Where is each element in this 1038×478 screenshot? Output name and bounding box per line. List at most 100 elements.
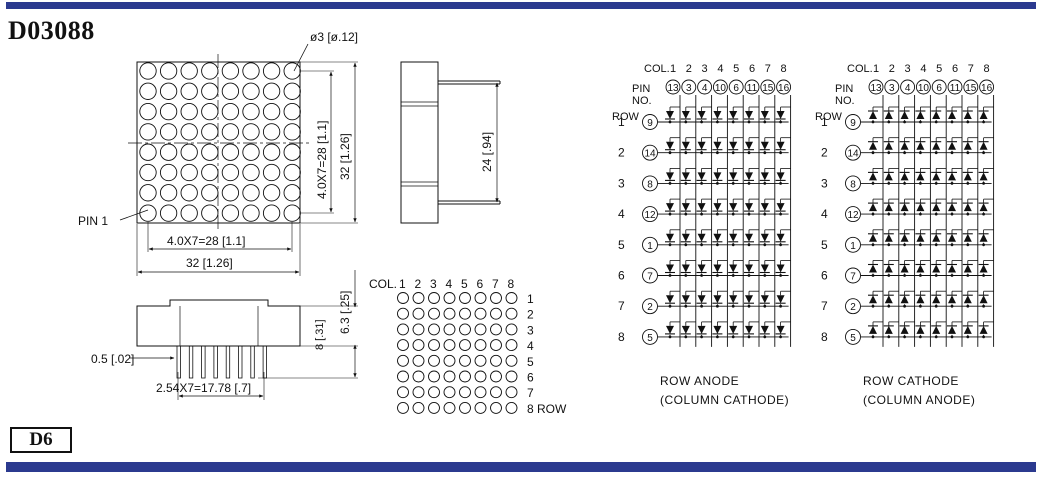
- row-pin-number: 7: [850, 272, 856, 283]
- numbering-dot: [443, 323, 456, 336]
- front-view: ø3 [ø.12] PIN 1 4.0X7=28 [1.1] 32 [1.26]…: [78, 30, 358, 276]
- numbering-dot: [490, 307, 502, 320]
- led-diode: [681, 172, 690, 181]
- led-dot: [159, 62, 178, 80]
- led-dot: [221, 62, 240, 80]
- led-diode: [713, 325, 722, 334]
- led-diode: [916, 325, 925, 334]
- schematic-col-number: 3: [905, 63, 911, 75]
- numbering-dot: [397, 401, 409, 414]
- numbering-dot: [428, 292, 440, 304]
- numbering-dot: [474, 307, 487, 320]
- body-depth-dim: 6.3 [.25]: [338, 291, 352, 334]
- led-diode: [869, 295, 877, 304]
- schematic-row-number: 7: [618, 299, 625, 313]
- col-pin-number: 13: [667, 83, 679, 94]
- row-pin-circle: [642, 114, 658, 130]
- schematic-col-number: 7: [765, 63, 771, 75]
- led-dot: [201, 143, 219, 161]
- led-diode: [729, 233, 738, 242]
- row-pin-number: 5: [850, 333, 856, 344]
- numbering-dot: [459, 339, 471, 352]
- schematic-row-number: 8: [821, 330, 828, 344]
- row-pin-number: 1: [647, 241, 653, 252]
- numbering-dot: [443, 386, 456, 399]
- numbering-col-number: 8: [508, 277, 515, 291]
- led-diode: [760, 203, 769, 212]
- bottom-pin: [262, 345, 268, 379]
- led-diode: [760, 264, 769, 273]
- led-diode: [713, 172, 722, 181]
- led-diode: [713, 141, 722, 150]
- led-diode: [745, 172, 753, 181]
- col-pin-circle: [963, 79, 979, 95]
- schematic-pin-label: PIN: [632, 83, 650, 95]
- row-pin-number: 14: [644, 149, 656, 160]
- led-diode: [681, 295, 690, 304]
- schematic-col-number: 2: [686, 63, 692, 75]
- led-dot: [221, 143, 240, 161]
- led-dot: [139, 184, 157, 202]
- led-diode: [963, 203, 972, 212]
- led-diode: [776, 264, 785, 273]
- numbering-dot: [443, 307, 456, 320]
- led-dot: [201, 123, 219, 141]
- numbering-dot: [428, 307, 440, 320]
- schematic-caption-1: ROW CATHODE: [863, 374, 959, 388]
- numbering-dot: [428, 386, 440, 399]
- numbering-row-number: 2: [527, 308, 534, 322]
- schematic-row-number: 1: [821, 115, 828, 129]
- schematic-row-number: 6: [821, 269, 828, 283]
- led-dot: [242, 82, 260, 100]
- numbering-dot: [474, 370, 487, 383]
- led-diode: [869, 141, 877, 150]
- led-diode: [776, 325, 785, 334]
- bottom-pin: [201, 345, 206, 379]
- col-pin-circle: [931, 79, 947, 95]
- led-diode: [932, 141, 941, 150]
- row-pin-circle: [845, 175, 861, 192]
- row-pin-number: 9: [647, 118, 653, 129]
- col-pin-circle: [900, 79, 916, 95]
- led-diode: [745, 264, 753, 273]
- led-diode: [697, 233, 706, 242]
- numbering-dot: [443, 339, 456, 352]
- schematic-row-label: ROW: [815, 111, 843, 123]
- led-diode: [900, 111, 909, 119]
- numbering-col-label: COL.: [369, 277, 397, 291]
- led-diode: [916, 264, 925, 273]
- schematic-col-number: 4: [920, 63, 926, 75]
- col-pin-number: 16: [981, 83, 993, 94]
- led-diode: [681, 203, 690, 212]
- led-dot: [262, 163, 281, 182]
- led-diode: [666, 141, 674, 150]
- numbering-row-number: 3: [527, 323, 534, 337]
- numbering-dot: [490, 292, 502, 304]
- led-dot: [262, 204, 281, 222]
- standoff-dim: 8 [.31]: [314, 319, 326, 350]
- col-pin-circle: [947, 79, 963, 95]
- row-pin-number: 8: [647, 179, 653, 190]
- led-dot: [201, 163, 219, 182]
- led-diode: [776, 172, 785, 181]
- led-diode: [932, 264, 941, 273]
- col-pin-number: 15: [762, 83, 774, 94]
- led-dot: [262, 184, 281, 202]
- led-diode: [681, 233, 690, 242]
- led-diode: [729, 141, 738, 150]
- led-dot: [221, 123, 240, 141]
- led-dot: [159, 102, 178, 121]
- row-pin-number: 7: [647, 272, 653, 283]
- led-diode: [729, 172, 738, 181]
- led-diode: [681, 111, 690, 119]
- led-diode: [916, 172, 925, 181]
- front-led-grid: [139, 62, 301, 222]
- schematic-col-number: 7: [968, 63, 974, 75]
- led-dot: [180, 102, 198, 121]
- led-dot: [221, 204, 240, 222]
- led-diode: [948, 141, 956, 150]
- bottom-pins: [176, 345, 268, 379]
- numbering-dot: [490, 370, 502, 383]
- led-diode: [979, 295, 988, 304]
